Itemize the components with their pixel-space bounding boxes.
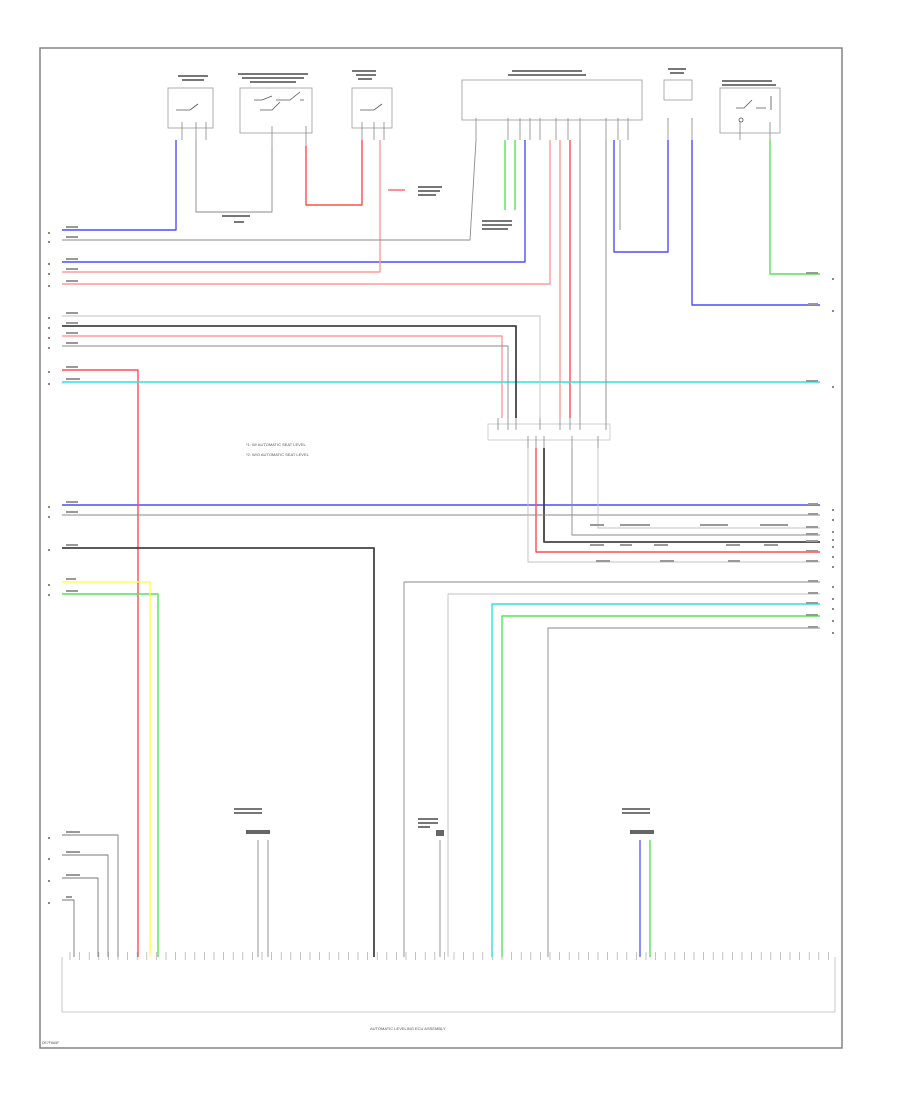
legend-line-2: *2: W/O AUTOMATIC SEAT LEVEL (246, 452, 310, 457)
left-edge-markers (48, 232, 50, 904)
diagram-code: DE7F8A5F (42, 1041, 59, 1045)
wire-cyan-main (62, 381, 820, 957)
junction-connector-middle (487, 418, 611, 448)
component-labels (178, 68, 776, 828)
wire-red-main (62, 140, 820, 957)
component-box-d (461, 79, 643, 121)
component-box-a (167, 87, 214, 129)
top-connector-pins (181, 118, 771, 146)
diagram-frame (39, 47, 843, 1049)
switch-symbols (176, 91, 772, 123)
component-box-c (351, 87, 393, 129)
wire-gray-main (62, 139, 820, 957)
wire-blue-main (62, 140, 820, 506)
ecu-pin-row (69, 952, 829, 960)
legend-line-1: *1: W/ AUTOMATIC SEAT LEVEL (246, 442, 306, 447)
ground-symbols (246, 830, 654, 836)
right-wire-labels (590, 272, 818, 628)
wire-green-main (62, 140, 820, 957)
wire-black-main (62, 325, 820, 957)
wire-yellow-main (62, 581, 151, 957)
ecu-box-outline (61, 957, 836, 1013)
right-edge-markers (832, 278, 834, 634)
left-wire-labels (66, 226, 80, 898)
fuse-box (663, 79, 693, 101)
ecu-label: AUTOMATIC LEVELING ECU ASSEMBLY (370, 1026, 446, 1031)
component-box-b (239, 87, 313, 134)
component-box-h (719, 87, 781, 134)
